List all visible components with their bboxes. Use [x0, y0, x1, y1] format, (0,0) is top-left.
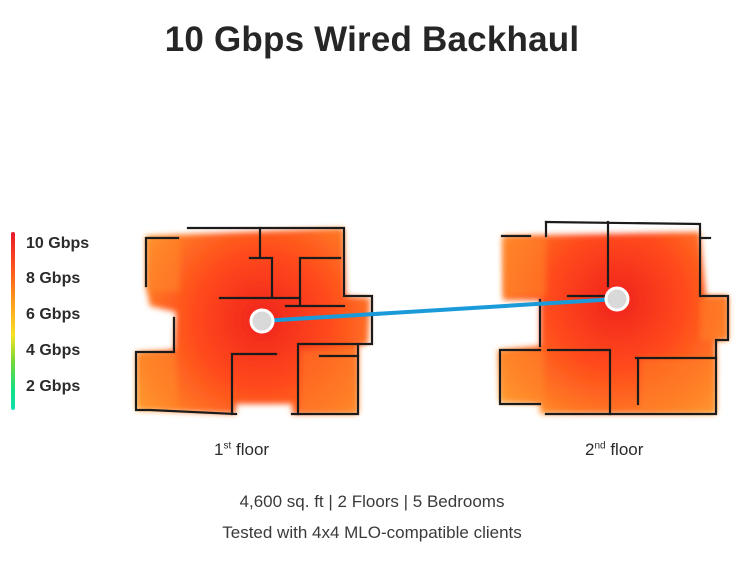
- first-floor-walls: [134, 226, 374, 416]
- first-floor-ordinal: 1: [214, 440, 224, 459]
- second-floor-walls: [498, 220, 730, 416]
- first-floor-suffix: st: [223, 440, 232, 452]
- second-floor-word: floor: [610, 440, 644, 459]
- home-specs-text: 4,600 sq. ft | 2 Floors | 5 Bedrooms: [239, 492, 505, 511]
- second-floor-ordinal: 2: [585, 440, 595, 459]
- legend-label-4gbps: 4 Gbps: [26, 342, 81, 359]
- signal-legend-gradient: [11, 232, 15, 410]
- legend-label-2gbps: 2 Gbps: [26, 378, 81, 395]
- legend-label-6gbps: 6 Gbps: [26, 306, 81, 323]
- second-floor-heatmap: [498, 232, 728, 414]
- router-node-first-floor: [249, 308, 275, 334]
- legend-label-8gbps: 8 Gbps: [26, 270, 81, 287]
- second-floor-suffix: nd: [594, 440, 606, 452]
- router-node-second-floor: [604, 286, 630, 312]
- legend-label-10gbps: 10 Gbps: [26, 235, 90, 252]
- page-title: 10 Gbps Wired Backhaul: [164, 20, 580, 59]
- backhaul-link-line: [260, 297, 619, 323]
- first-floor-word: floor: [235, 440, 270, 459]
- second-floor-label: 2nd floor: [585, 440, 643, 460]
- first-floor-label: 1st floor: [214, 440, 269, 460]
- test-conditions-text: Tested with 4x4 MLO-compatible clients: [222, 523, 522, 542]
